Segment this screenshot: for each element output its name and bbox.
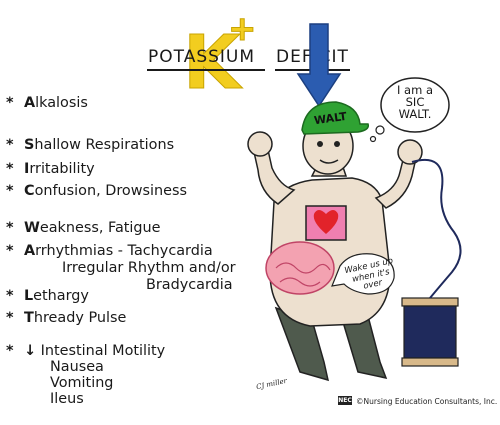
potassium-symbol: K xyxy=(182,20,241,106)
arrhythmia-detail-2: Bradycardia xyxy=(146,277,233,293)
thought-bubble-text: I am a SIC WALT. xyxy=(397,83,433,121)
symptom-thready-pulse: *Thready Pulse xyxy=(6,310,127,326)
symptom-irritability: *Irritability xyxy=(6,161,95,177)
symptom-intestinal-motility: *↓ Intestinal Motility xyxy=(6,343,166,359)
symptom-shallow-respirations: *Shallow Respirations xyxy=(6,137,175,153)
potassium-charge: + xyxy=(228,9,257,49)
copyright-text: ©Nursing Education Consultants, Inc. xyxy=(356,397,498,406)
symptom-arrhythmias: *Arrhythmias - Tachycardia xyxy=(6,243,213,259)
symptom-weakness: *Weakness, Fatigue xyxy=(6,220,161,236)
nec-logo: NEC xyxy=(338,396,352,405)
arrhythmia-detail-1: Irregular Rhythm and/or xyxy=(62,260,236,276)
symptom-lethargy: *Lethargy xyxy=(6,288,89,304)
title-word-potassium: POTASSIUM xyxy=(148,47,256,67)
motility-ileus: Ileus xyxy=(50,391,84,407)
motility-nausea: Nausea xyxy=(50,359,104,375)
title-underline-1 xyxy=(147,69,265,71)
down-arrow-icon xyxy=(296,23,342,108)
motility-vomiting: Vomiting xyxy=(50,375,114,391)
symptom-alkalosis: *Alkalosis xyxy=(6,95,88,111)
walt-cartoon xyxy=(247,77,462,382)
symptom-confusion: *Confusion, Drowsiness xyxy=(6,183,187,199)
